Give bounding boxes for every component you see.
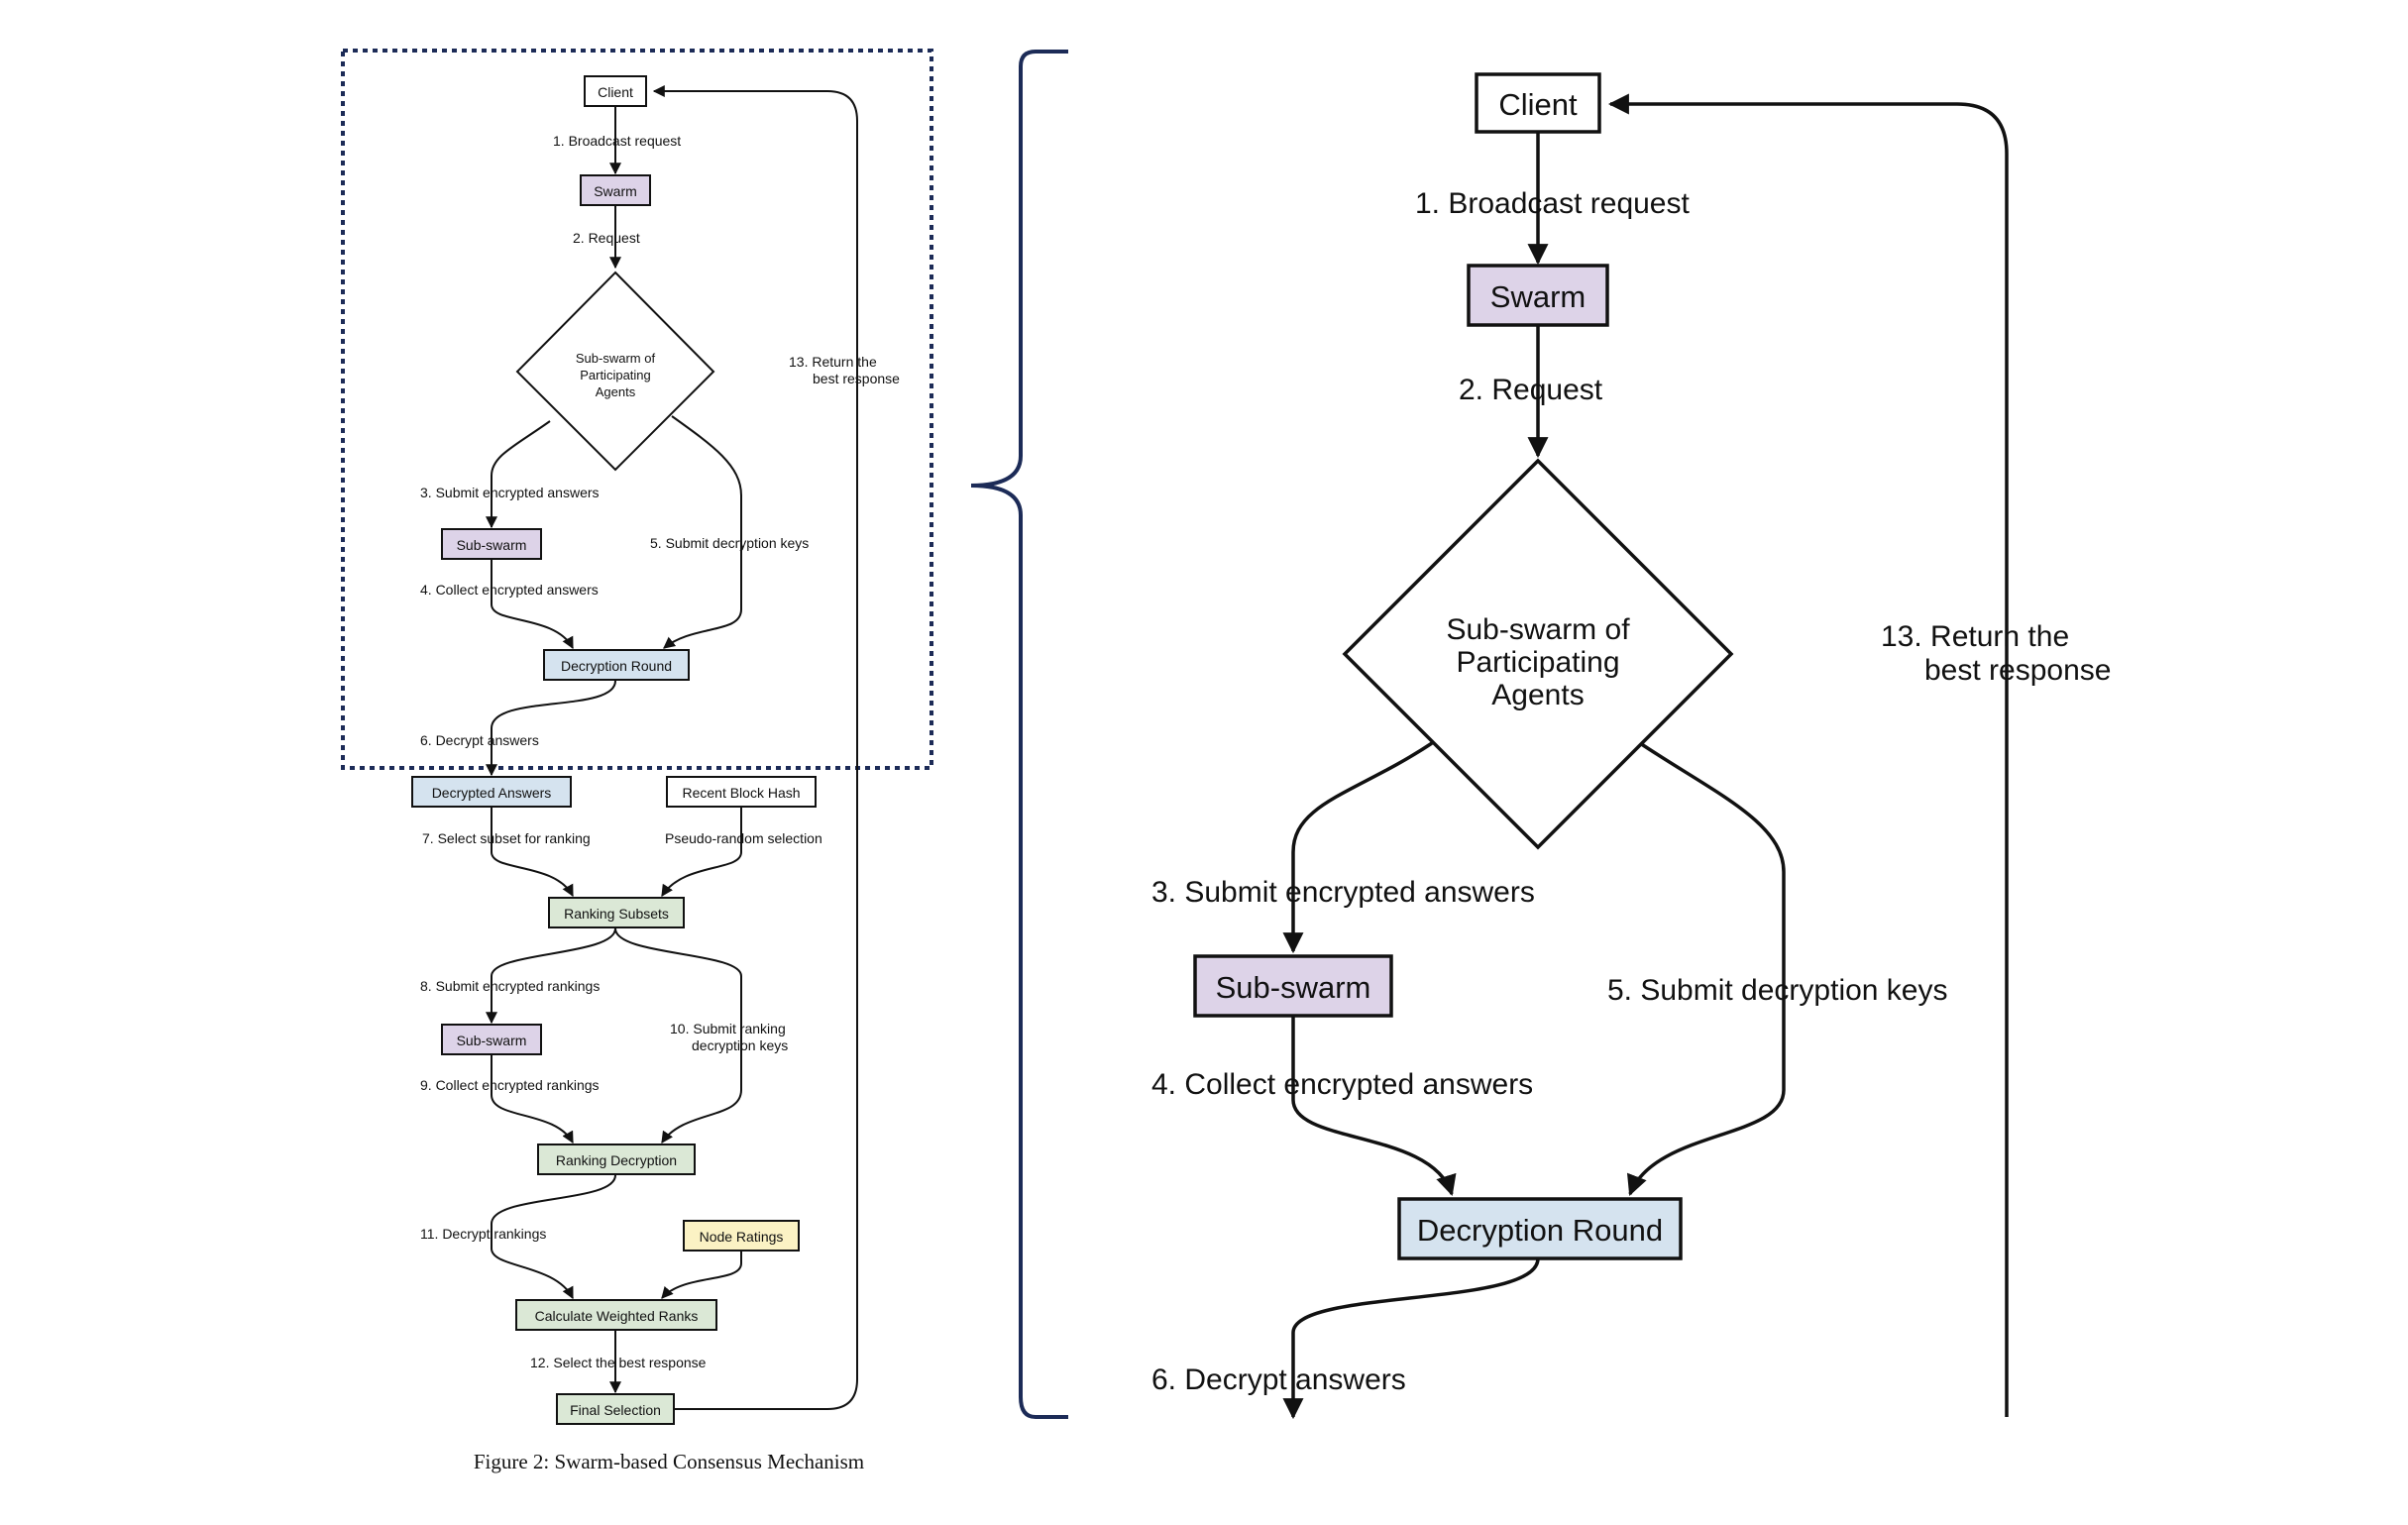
edge-subswarm1-decryption: [491, 560, 574, 650]
zoom-node-diamond: Sub-swarm of Participating Agents: [1342, 458, 1734, 850]
label-submit-rank-keys-1: 10. Submit ranking: [670, 1021, 786, 1036]
label-request: 2. Request: [573, 230, 640, 246]
label-decrypt-rankings: 11. Decrypt rankings: [420, 1226, 546, 1242]
node-decrypted-answers: Decrypted Answers: [411, 776, 572, 808]
right-edges: [1282, 93, 2009, 1420]
full-diagram: Client Swarm Sub-swarm of Participating …: [341, 49, 933, 1473]
left-edge-labels: 1. Broadcast request 2. Request 13. Retu…: [420, 133, 900, 1370]
node-label: Agents: [596, 384, 636, 399]
zoom-node-swarm: Swarm: [1467, 264, 1609, 327]
edge-decrypted-ranking: [491, 808, 574, 898]
label-submit-answers: 3. Submit encrypted answers: [420, 485, 600, 500]
node-label: Decryption Round: [561, 658, 672, 674]
zoom-label-collect-answers: 4. Collect encrypted answers: [1151, 1068, 1533, 1101]
figure-caption: Figure 2: Swarm-based Consensus Mechanis…: [474, 1450, 864, 1473]
node-final-selection: Final Selection: [556, 1393, 675, 1425]
edge-rankdecrypt-weighted: [491, 1174, 616, 1300]
node-decryption-small: Decryption Round: [543, 649, 690, 681]
node-label: Agents: [1491, 679, 1584, 711]
label-return-1: 13. Return the: [789, 354, 877, 370]
label-return-2: best response: [813, 371, 900, 386]
right-edge-labels: 1. Broadcast request 2. Request 13. Retu…: [1151, 187, 2111, 1396]
node-label: Client: [598, 84, 633, 100]
node-label: Sub-swarm: [457, 1033, 527, 1048]
zoom-edge-diamond-decrypt-keys: [1627, 741, 1786, 1196]
zoom-label-return-2: best response: [1924, 654, 2111, 687]
zoom-label-return-1: 13. Return the: [1881, 620, 2069, 653]
node-label: Ranking Subsets: [564, 906, 669, 922]
node-label: Swarm: [1490, 279, 1586, 314]
label-collect-answers: 4. Collect encrypted answers: [420, 582, 599, 598]
node-label: Client: [1498, 87, 1578, 122]
zoom-label-decrypt-answers: 6. Decrypt answers: [1151, 1363, 1406, 1396]
node-label: Node Ratings: [700, 1229, 784, 1245]
edge-diamond-decrypt-keys: [663, 415, 742, 649]
edge-ranking-subswarm2: [486, 927, 616, 1025]
label-submit-rank-keys-2: decryption keys: [692, 1037, 788, 1053]
zoom-edge-diamond-subswarm: [1282, 741, 1433, 954]
highlight-frame: [341, 49, 933, 770]
label-select-best: 12. Select the best response: [530, 1355, 707, 1370]
edge-ranking-decryptkeys: [614, 927, 742, 1144]
node-label: Sub-swarm of: [576, 351, 656, 366]
zoom-brace: [970, 50, 1068, 1419]
node-subswarm2-small: Sub-swarm: [441, 1024, 542, 1055]
node-subswarm1-small: Sub-swarm: [441, 528, 542, 560]
label-broadcast: 1. Broadcast request: [553, 133, 681, 149]
zoom-label-submit-answers: 3. Submit encrypted answers: [1151, 876, 1535, 909]
zoom-edge-return: [1607, 93, 2009, 1417]
edge-subswarm2-rankdecrypt: [491, 1054, 574, 1144]
node-label: Decryption Round: [1417, 1213, 1663, 1248]
edge-noderatings-weighted: [661, 1252, 742, 1299]
label-select-subset: 7. Select subset for ranking: [422, 830, 591, 846]
node-label: Recent Block Hash: [682, 785, 800, 801]
node-label: Sub-swarm: [457, 537, 527, 553]
node-ranking-decryption: Ranking Decryption: [537, 1144, 696, 1175]
node-label: Participating: [1456, 646, 1619, 679]
node-label: Sub-swarm: [1216, 970, 1371, 1005]
label-decrypt-answers: 6. Decrypt answers: [420, 732, 539, 748]
node-label: Ranking Decryption: [556, 1152, 677, 1168]
node-label: Participating: [580, 368, 651, 382]
node-label: Final Selection: [570, 1402, 661, 1418]
node-label: Calculate Weighted Ranks: [535, 1308, 699, 1324]
edge-diamond-subswarm1: [486, 420, 551, 529]
left-edges: [486, 85, 858, 1410]
node-diamond-small: Sub-swarm of Participating Agents: [515, 271, 715, 472]
zoom-node-decryption-round: Decryption Round: [1397, 1197, 1683, 1260]
edge-final-client-return: [652, 85, 858, 1410]
node-calculate-weighted-ranks: Calculate Weighted Ranks: [515, 1299, 717, 1331]
node-label: Swarm: [594, 183, 637, 199]
zoom-edge-decryption-down: [1282, 1257, 1540, 1420]
node-ranking-subsets: Ranking Subsets: [548, 897, 685, 928]
edge-blockhash-ranking: [661, 808, 742, 898]
node-node-ratings: Node Ratings: [683, 1220, 800, 1252]
node-client-small: Client: [584, 75, 647, 107]
zoom-edge-subswarm-decryption: [1291, 1016, 1457, 1197]
zoom-node-subswarm: Sub-swarm: [1193, 954, 1393, 1018]
label-collect-rankings: 9. Collect encrypted rankings: [420, 1077, 600, 1093]
zoom-label-request: 2. Request: [1459, 374, 1603, 406]
node-recent-block-hash: Recent Block Hash: [666, 776, 817, 808]
node-label: Decrypted Answers: [432, 785, 552, 801]
zoom-label-submit-keys: 5. Submit decryption keys: [1607, 974, 1948, 1007]
label-submit-rankings: 8. Submit encrypted rankings: [420, 978, 600, 994]
node-label: Sub-swarm of: [1446, 613, 1630, 646]
label-submit-keys: 5. Submit decryption keys: [650, 535, 809, 551]
edge-decryption-decrypted: [486, 680, 616, 777]
zoom-label-broadcast: 1. Broadcast request: [1415, 187, 1690, 220]
zoomed-diagram: Client Swarm Sub-swarm of Participating …: [1151, 72, 2111, 1420]
node-swarm-small: Swarm: [580, 174, 651, 206]
zoom-node-client: Client: [1475, 72, 1601, 134]
label-pseudo-random: Pseudo-random selection: [665, 830, 822, 846]
